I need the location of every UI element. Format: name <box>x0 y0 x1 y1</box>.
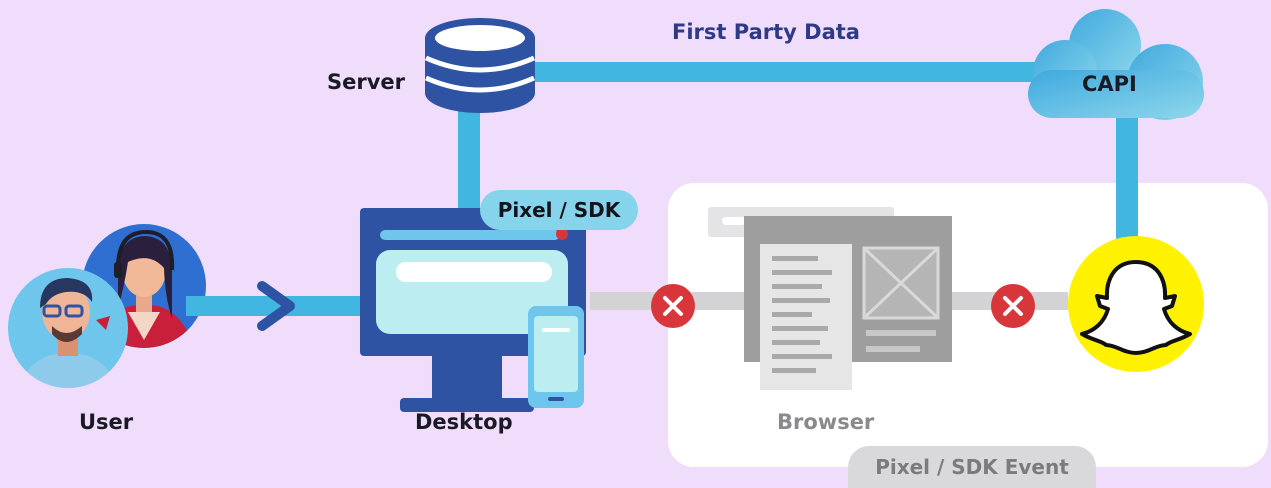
snapchat-ghost-icon <box>1068 236 1204 372</box>
pixel-sdk-event-badge: Pixel / SDK Event <box>848 446 1096 488</box>
phone-icon <box>528 306 584 408</box>
close-icon <box>651 284 695 328</box>
first-party-data-connector <box>458 62 1138 260</box>
browser-label: Browser <box>777 410 875 434</box>
database-icon <box>424 18 536 113</box>
users-avatar-icon <box>8 224 206 388</box>
capi-label: CAPI <box>1082 72 1137 96</box>
user-label: User <box>79 410 134 434</box>
close-icon <box>991 284 1035 328</box>
server-label: Server <box>327 70 406 94</box>
browser-window-icon <box>708 207 952 390</box>
cloud-icon <box>1028 9 1204 120</box>
arrow-to-desktop <box>186 281 362 331</box>
desktop-label: Desktop <box>415 410 513 434</box>
first-party-data-label: First Party Data <box>672 20 860 44</box>
pixel-sdk-badge: Pixel / SDK <box>480 190 638 230</box>
